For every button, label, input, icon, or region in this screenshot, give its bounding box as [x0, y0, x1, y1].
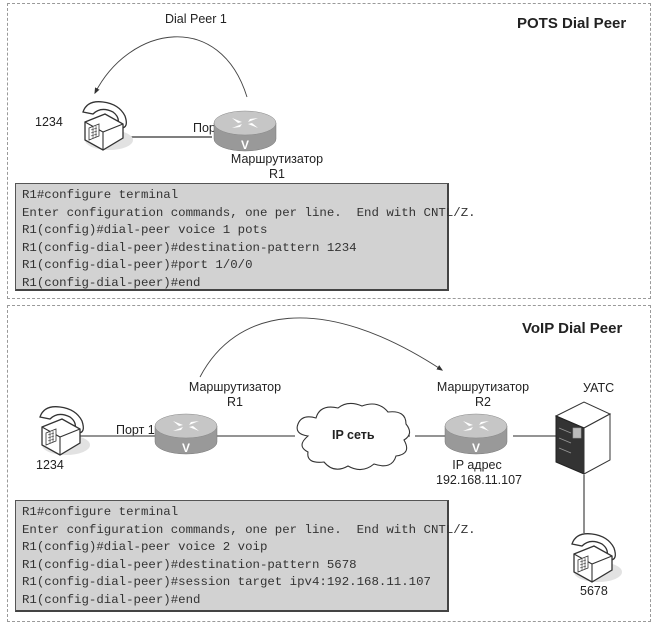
voip-router2-ip: 192.168.11.107 — [436, 473, 522, 487]
terminal-line: R1(config)#dial-peer voice 1 pots — [22, 223, 268, 237]
voip-remote-phone-number: 5678 — [580, 584, 608, 598]
terminal-line: Enter configuration commands, one per li… — [22, 205, 476, 220]
voip-dial-peer-panel — [7, 305, 651, 622]
terminal-line: R1(config-dial-peer)#end — [22, 592, 201, 607]
svg-text:V: V — [472, 441, 480, 455]
voip-phone-number: 1234 — [36, 458, 64, 472]
voip-router2-ip-label: IP адрес — [452, 458, 502, 472]
pots-dial-peer-arc-label: Dial Peer 1 — [165, 12, 227, 26]
voip-router2-label: Маршрутизатор — [436, 380, 530, 394]
voip-panel-title: VoIP Dial Peer — [522, 320, 623, 337]
telephone-icon — [39, 406, 90, 456]
voip-router1-label: Маршрутизатор — [188, 380, 282, 394]
svg-text:V: V — [241, 138, 249, 152]
router-r1-icon: V — [213, 110, 277, 152]
terminal-line: R1#configure terminal — [22, 188, 179, 202]
pots-dial-peer-arc — [94, 36, 248, 98]
terminal-line: R1(config-dial-peer)#destination-pattern… — [22, 557, 357, 572]
pots-router-label: Маршрутизатор — [230, 152, 324, 166]
pbx-server-icon — [554, 401, 612, 475]
telephone-icon — [82, 101, 133, 151]
ip-network-cloud-icon — [296, 402, 411, 471]
voip-router2-name: R2 — [475, 395, 491, 409]
terminal-line: R1(config-dial-peer)#session target ipv4… — [22, 575, 431, 589]
router-r2-icon: V — [444, 413, 508, 455]
router-r1-icon: V — [154, 413, 218, 455]
pots-router-name: R1 — [269, 167, 285, 181]
terminal-line: Enter configuration commands, one per li… — [22, 522, 476, 537]
svg-text:V: V — [182, 441, 190, 455]
terminal-line: R1#configure terminal — [22, 505, 179, 519]
terminal-line: R1(config)#dial-peer voice 2 voip — [22, 540, 268, 554]
voip-dial-peer-arc — [199, 317, 444, 378]
telephone-icon — [571, 533, 622, 583]
pots-panel-title: POTS Dial Peer — [517, 15, 627, 32]
terminal-line: R1(config-dial-peer)#destination-pattern… — [22, 240, 357, 255]
voip-pbx-label: УАТС — [583, 381, 615, 395]
terminal-line: R1(config-dial-peer)#port 1/0/0 — [22, 258, 253, 272]
terminal-line: R1(config-dial-peer)#end — [22, 275, 201, 290]
pots-dial-peer-panel — [7, 3, 651, 299]
voip-router1-name: R1 — [227, 395, 243, 409]
pots-phone-number: 1234 — [35, 115, 63, 129]
ip-network-label: IP сеть — [332, 428, 375, 442]
